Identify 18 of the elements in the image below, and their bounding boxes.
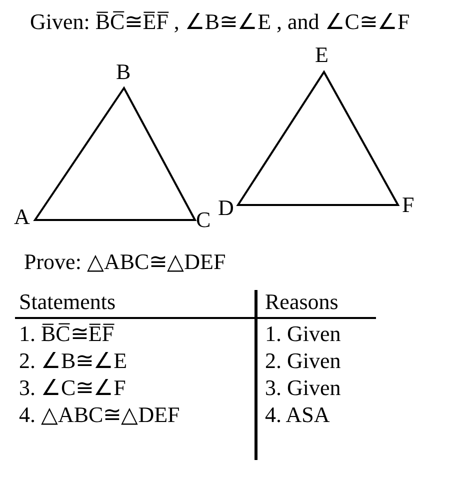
prove-statement: Prove: △ABC≅△DEF xyxy=(24,250,226,274)
table-cell: 3. Given xyxy=(265,376,341,400)
table-cell: 4. △ABC≅△DEF xyxy=(19,403,180,427)
table-cell: 1. Given xyxy=(265,322,341,346)
table-cell: 4. ASA xyxy=(265,403,330,427)
table-cell: 1. B̅C̅≅E̅F̅ xyxy=(19,322,114,346)
column-header: Statements xyxy=(19,290,116,314)
table-cell: 3. ∠C≅∠F xyxy=(19,376,126,400)
vertex-label: E xyxy=(315,43,328,67)
title: Given: B̅C̅≅E̅F̅ , ∠B≅∠E , and ∠C≅∠F xyxy=(30,10,410,34)
vertex-label: D xyxy=(218,196,234,220)
vertex-label: F xyxy=(402,193,414,217)
table-cell: 2. ∠B≅∠E xyxy=(19,349,128,373)
table-cell: 2. Given xyxy=(265,349,341,373)
column-header: Reasons xyxy=(265,290,338,314)
vertex-label: B xyxy=(116,60,131,84)
vertex-label: C xyxy=(196,208,211,232)
vertex-label: A xyxy=(14,205,30,229)
